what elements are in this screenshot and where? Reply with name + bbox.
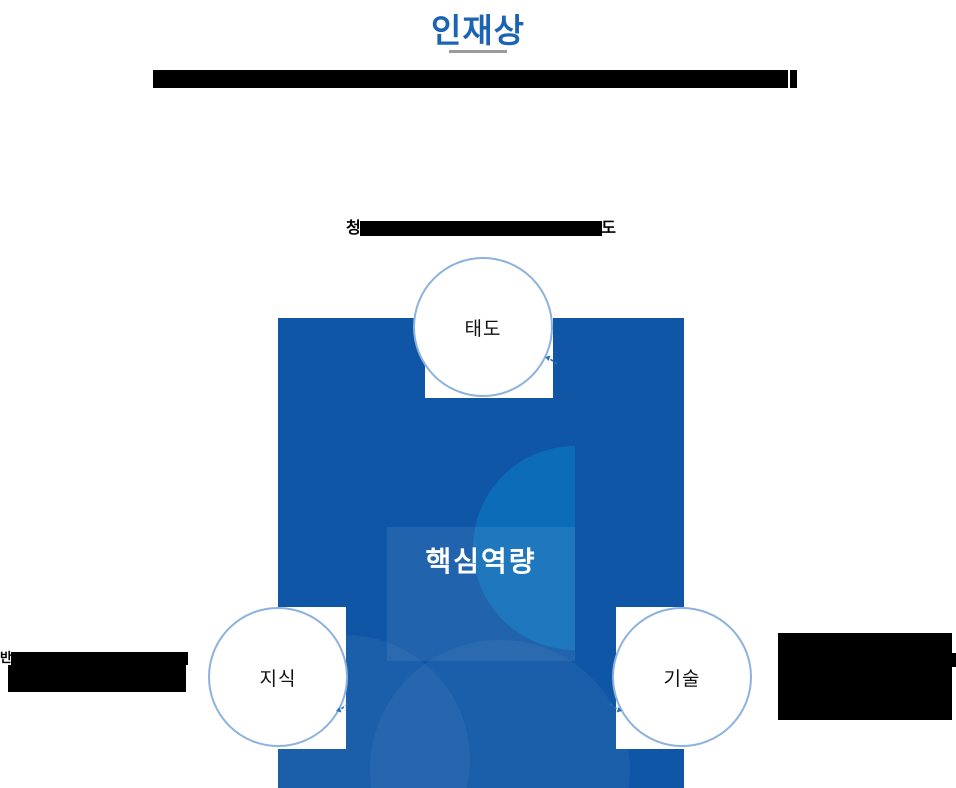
node-skill: 기술 xyxy=(612,607,752,747)
caption-redacted-bar xyxy=(359,221,603,236)
right-note-glyph-fragment xyxy=(950,653,956,667)
left-note-redacted-line2 xyxy=(8,665,186,692)
left-note-lead-char: 반 xyxy=(0,650,12,665)
node-knowledge: 지식 xyxy=(208,607,348,747)
left-note-redacted-line1: 반 xyxy=(0,651,188,665)
node-knowledge-label: 지식 xyxy=(259,668,297,690)
subtitle-glyph-gap xyxy=(788,70,790,88)
page-title: 인재상 xyxy=(430,12,526,49)
node-attitude-label: 태도 xyxy=(464,318,502,340)
caption-lead-char: 청 xyxy=(346,220,361,237)
node-attitude: 태도 xyxy=(413,257,553,397)
left-note-redacted-bar xyxy=(10,651,188,665)
subtitle-redacted-text xyxy=(153,70,797,88)
diagram-caption-redacted-text: 청 도 xyxy=(346,220,616,237)
right-note-redacted-block xyxy=(778,633,952,720)
node-skill-label: 기술 xyxy=(663,668,701,690)
core-competency-label: 핵심역량 xyxy=(425,546,537,577)
dashed-arrow-icon xyxy=(609,703,622,713)
caption-tail-char: 도 xyxy=(601,220,616,237)
dashed-arrow-icon xyxy=(545,355,558,365)
decor-overlay-square xyxy=(387,527,575,661)
dashed-arrow-icon xyxy=(336,703,349,713)
title-divider xyxy=(449,50,507,53)
